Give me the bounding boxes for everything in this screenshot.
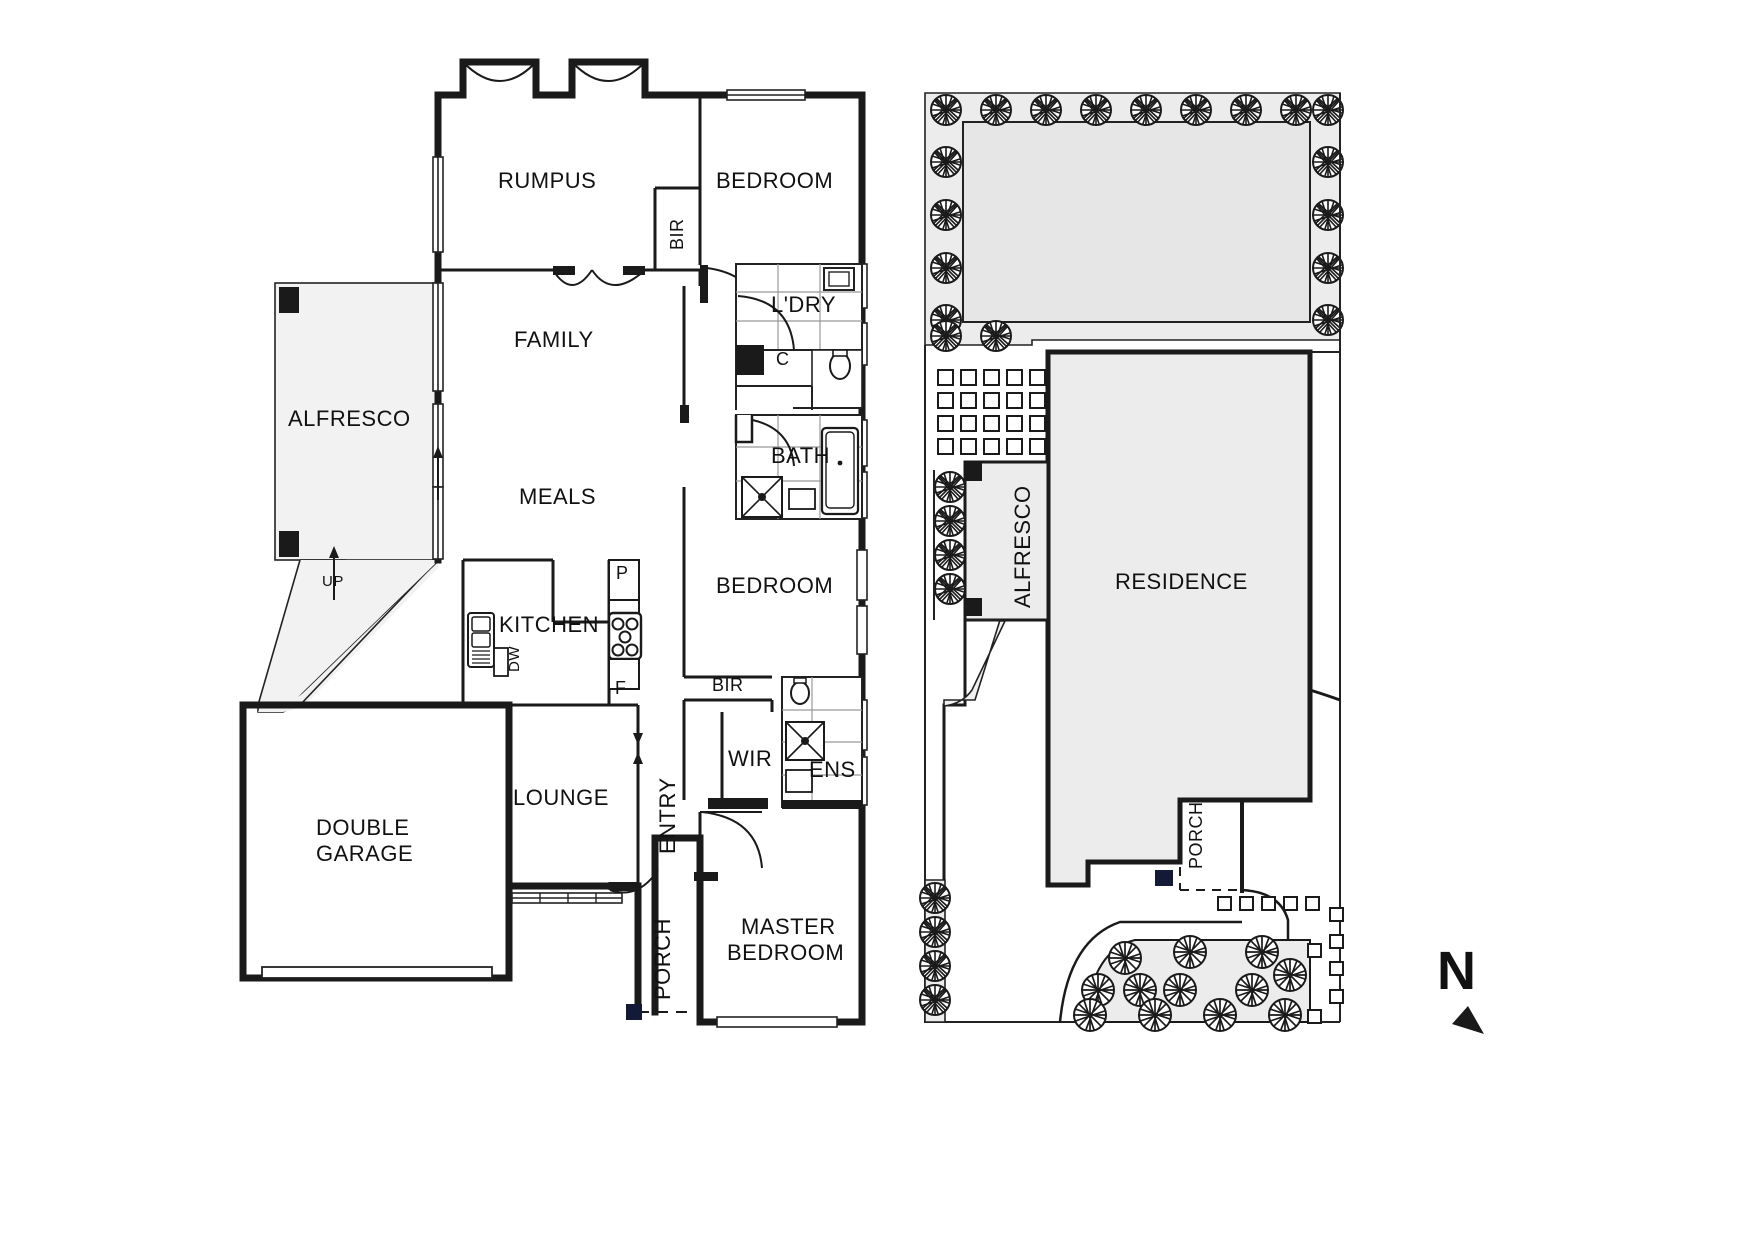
room-label-kitchen: KITCHEN — [499, 612, 600, 637]
room-label-bath: BATH — [771, 443, 831, 468]
room-label-double-garage-line1: DOUBLE — [316, 815, 410, 840]
annotation-pantry: P — [616, 563, 629, 583]
room-label-bedroom-top: BEDROOM — [716, 168, 834, 193]
room-label-master-line2: BEDROOM — [727, 940, 845, 965]
room-label-master-line1: MASTER — [741, 914, 836, 939]
room-label-lounge: LOUNGE — [513, 785, 609, 810]
room-label-alfresco: ALFRESCO — [288, 406, 411, 431]
site-label-porch: PORCH — [1186, 801, 1206, 869]
room-label-rumpus: RUMPUS — [498, 168, 597, 193]
room-label-meals: MEALS — [519, 484, 597, 509]
room-label-entry: ENTRY — [655, 777, 680, 854]
room-label-ens: ENS — [809, 757, 856, 782]
annotation-dishwasher: DW — [506, 646, 523, 672]
room-label-bedroom-mid: BEDROOM — [716, 573, 834, 598]
annotation-cupboard: C — [776, 349, 790, 369]
site-label-residence: RESIDENCE — [1115, 569, 1248, 594]
room-label-family: FAMILY — [514, 327, 594, 352]
room-label-porch: PORCH — [650, 918, 675, 1000]
room-label-double-garage-line2: GARAGE — [316, 841, 414, 866]
annotation-stairs-up: UP — [322, 573, 344, 590]
annotation-bir-top: BIR — [667, 218, 687, 250]
site-label-alfresco: ALFRESCO — [1010, 485, 1035, 608]
annotation-fridge: F — [615, 678, 627, 698]
room-label-laundry: L'DRY — [771, 292, 836, 317]
compass-north-letter: N — [1437, 941, 1476, 1001]
room-label-wir: WIR — [728, 746, 773, 771]
annotation-bir-lower: BIR — [712, 675, 744, 695]
